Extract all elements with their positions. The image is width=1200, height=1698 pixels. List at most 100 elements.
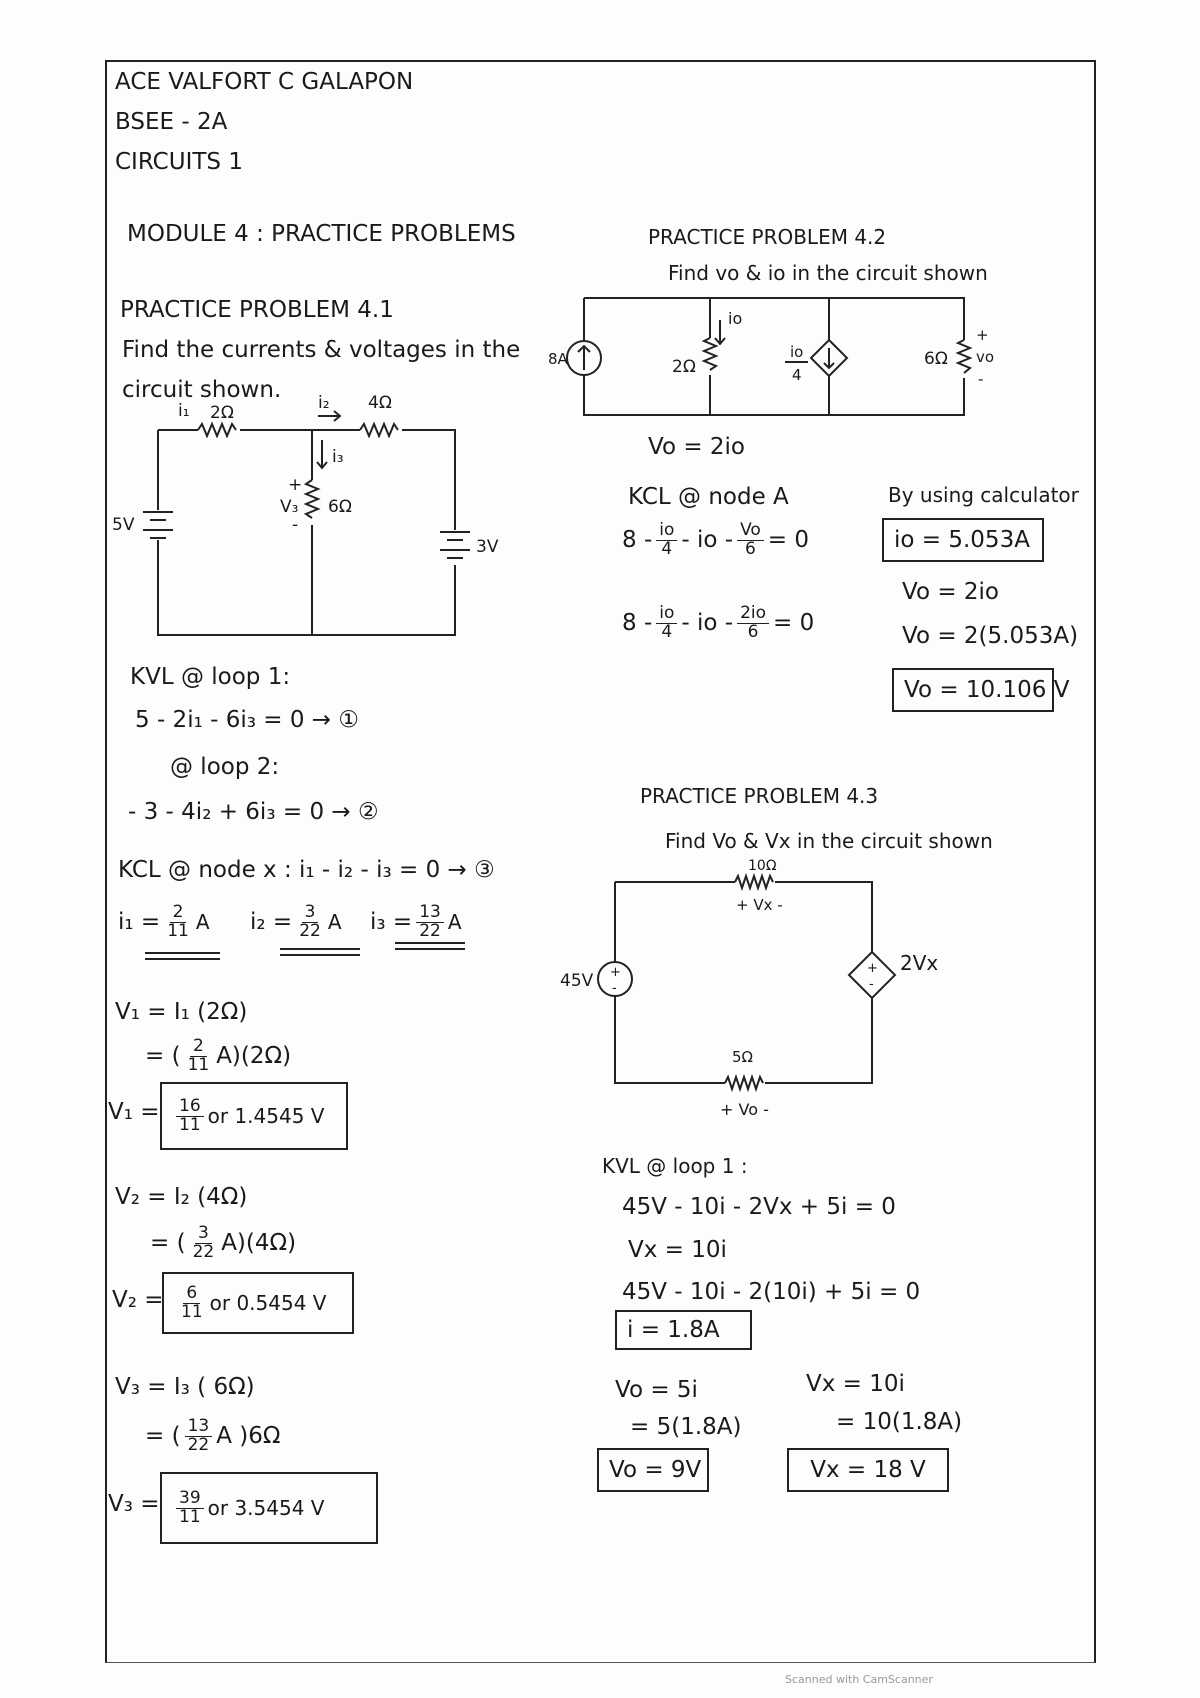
p43-wires: [614, 881, 873, 1084]
p41-label-r2: 2Ω: [210, 403, 234, 423]
p42-label-8a: 8A: [548, 350, 569, 368]
p41-label-i2: i₂: [318, 393, 330, 413]
p41-v2-line2-pre: = (: [150, 1229, 186, 1256]
p41-v1-line2-den: 11: [187, 1054, 210, 1075]
p42-label-minus: -: [978, 370, 983, 388]
p42-label-dep-den: 4: [792, 366, 802, 384]
p41-resistor-4ohm: [359, 421, 399, 439]
page-border: [105, 60, 1096, 1663]
p42-label-plus: +: [976, 326, 989, 344]
p41-v1-num: 16: [176, 1097, 204, 1117]
p41-v1-line2-post: A)(2Ω): [216, 1042, 292, 1069]
p41-v3-line1: V₃ = I₃ ( 6Ω): [115, 1374, 255, 1400]
p42-eq1-num1: io: [656, 521, 678, 541]
p42-vo-line1: Vo = 2io: [902, 579, 1000, 605]
p43-vo-line2: = 5(1.8A): [630, 1414, 742, 1440]
p42-arrow-io: [714, 320, 726, 346]
p43-vx-result-box: Vx = 18 V: [787, 1448, 949, 1492]
p41-prompt-line2: circuit shown.: [122, 377, 282, 403]
p43-label-2vx: 2Vx: [900, 951, 938, 975]
p41-v3-line2-post: A )6Ω: [216, 1422, 281, 1449]
p41-label-plus: +: [288, 475, 302, 495]
p41-i2-den: 22: [299, 920, 321, 941]
p41-v2-lhs: V₂ =: [112, 1287, 164, 1313]
p41-v1-rest: or 1.4545 V: [207, 1104, 325, 1128]
p43-vx-line2: = 10(1.8A): [836, 1409, 963, 1435]
p41-i1-underline: [145, 952, 220, 954]
p42-eq2-a: 8 -: [622, 609, 653, 636]
p42-eq2-num1: io: [656, 604, 678, 624]
p41-arrow-i3: [316, 440, 328, 470]
p42-title: PRACTICE PROBLEM 4.2: [648, 225, 887, 249]
p42-eq1-num2: Vo: [737, 521, 764, 541]
p41-v3-num: 39: [176, 1489, 204, 1509]
p43-label-src-plus: +: [610, 965, 621, 980]
p41-i1-underline-2: [145, 958, 220, 960]
p43-resistor-10ohm: [734, 872, 774, 892]
module-title: MODULE 4 : PRACTICE PROBLEMS: [127, 221, 516, 247]
p41-v2-rest: or 0.5454 V: [209, 1291, 327, 1315]
p41-i3-den: 22: [419, 920, 441, 941]
p41-i1-den: 11: [167, 920, 189, 941]
p41-resistor-6ohm: [303, 479, 321, 519]
p41-i2-lhs: i₂ =: [250, 908, 293, 935]
p41-label-minus: -: [292, 515, 298, 535]
p43-label-5ohm: 5Ω: [732, 1048, 753, 1066]
p41-arrow-i2: [318, 410, 342, 422]
p41-kvl2-label: @ loop 2:: [170, 754, 280, 780]
p41-label-5v: 5V: [112, 515, 135, 535]
p41-battery-5v: [143, 511, 173, 539]
p41-kvl1-eq: 5 - 2i₁ - 6i₃ = 0 → ①: [135, 707, 360, 733]
p43-eq3: 45V - 10i - 2(10i) + 5i = 0: [622, 1279, 921, 1305]
p42-vo-line2: Vo = 2(5.053A): [902, 623, 1079, 649]
p41-i3-unit: A: [447, 909, 462, 934]
p41-i2-underline-2: [280, 954, 360, 956]
scanner-watermark: Scanned with CamScanner: [785, 1673, 933, 1686]
p41-i3-underline: [395, 942, 465, 944]
p42-calc-note: By using calculator: [888, 483, 1079, 507]
p42-prompt: Find vo & io in the circuit shown: [668, 261, 988, 285]
p42-label-vo: vo: [976, 348, 994, 366]
p41-v1-line2-num: 2: [189, 1037, 207, 1057]
p43-vx-line1: Vx = 10i: [806, 1371, 905, 1397]
p41-v1-line1: V₁ = I₁ (2Ω): [115, 999, 248, 1025]
p42-eq2-num2: 2io: [737, 604, 770, 624]
p43-voltage-source-45v: [597, 961, 633, 997]
p41-i1-unit: A: [195, 909, 210, 934]
course-name: CIRCUITS 1: [115, 149, 243, 175]
p41-v2-den: 11: [181, 1301, 203, 1322]
p41-i3-underline-2: [395, 948, 465, 950]
p42-resistor-2ohm: [701, 337, 719, 371]
p43-label-src-minus: -: [612, 981, 617, 996]
p43-dependent-source: [847, 950, 897, 1000]
p41-resistor-2ohm: [197, 421, 237, 439]
p43-resistor-5ohm: [724, 1073, 764, 1093]
p41-label-r6: 6Ω: [328, 497, 352, 517]
p42-resistor-6ohm: [955, 339, 973, 374]
p41-kcl-eq: KCL @ node x : i₁ - i₂ - i₃ = 0 → ③: [118, 857, 495, 883]
p41-v1-line2-pre: = (: [145, 1042, 181, 1069]
p41-i3-lhs: i₃ =: [370, 908, 413, 935]
p42-dependent-source: [809, 338, 849, 378]
p43-vo-line1: Vo = 5i: [615, 1377, 698, 1403]
